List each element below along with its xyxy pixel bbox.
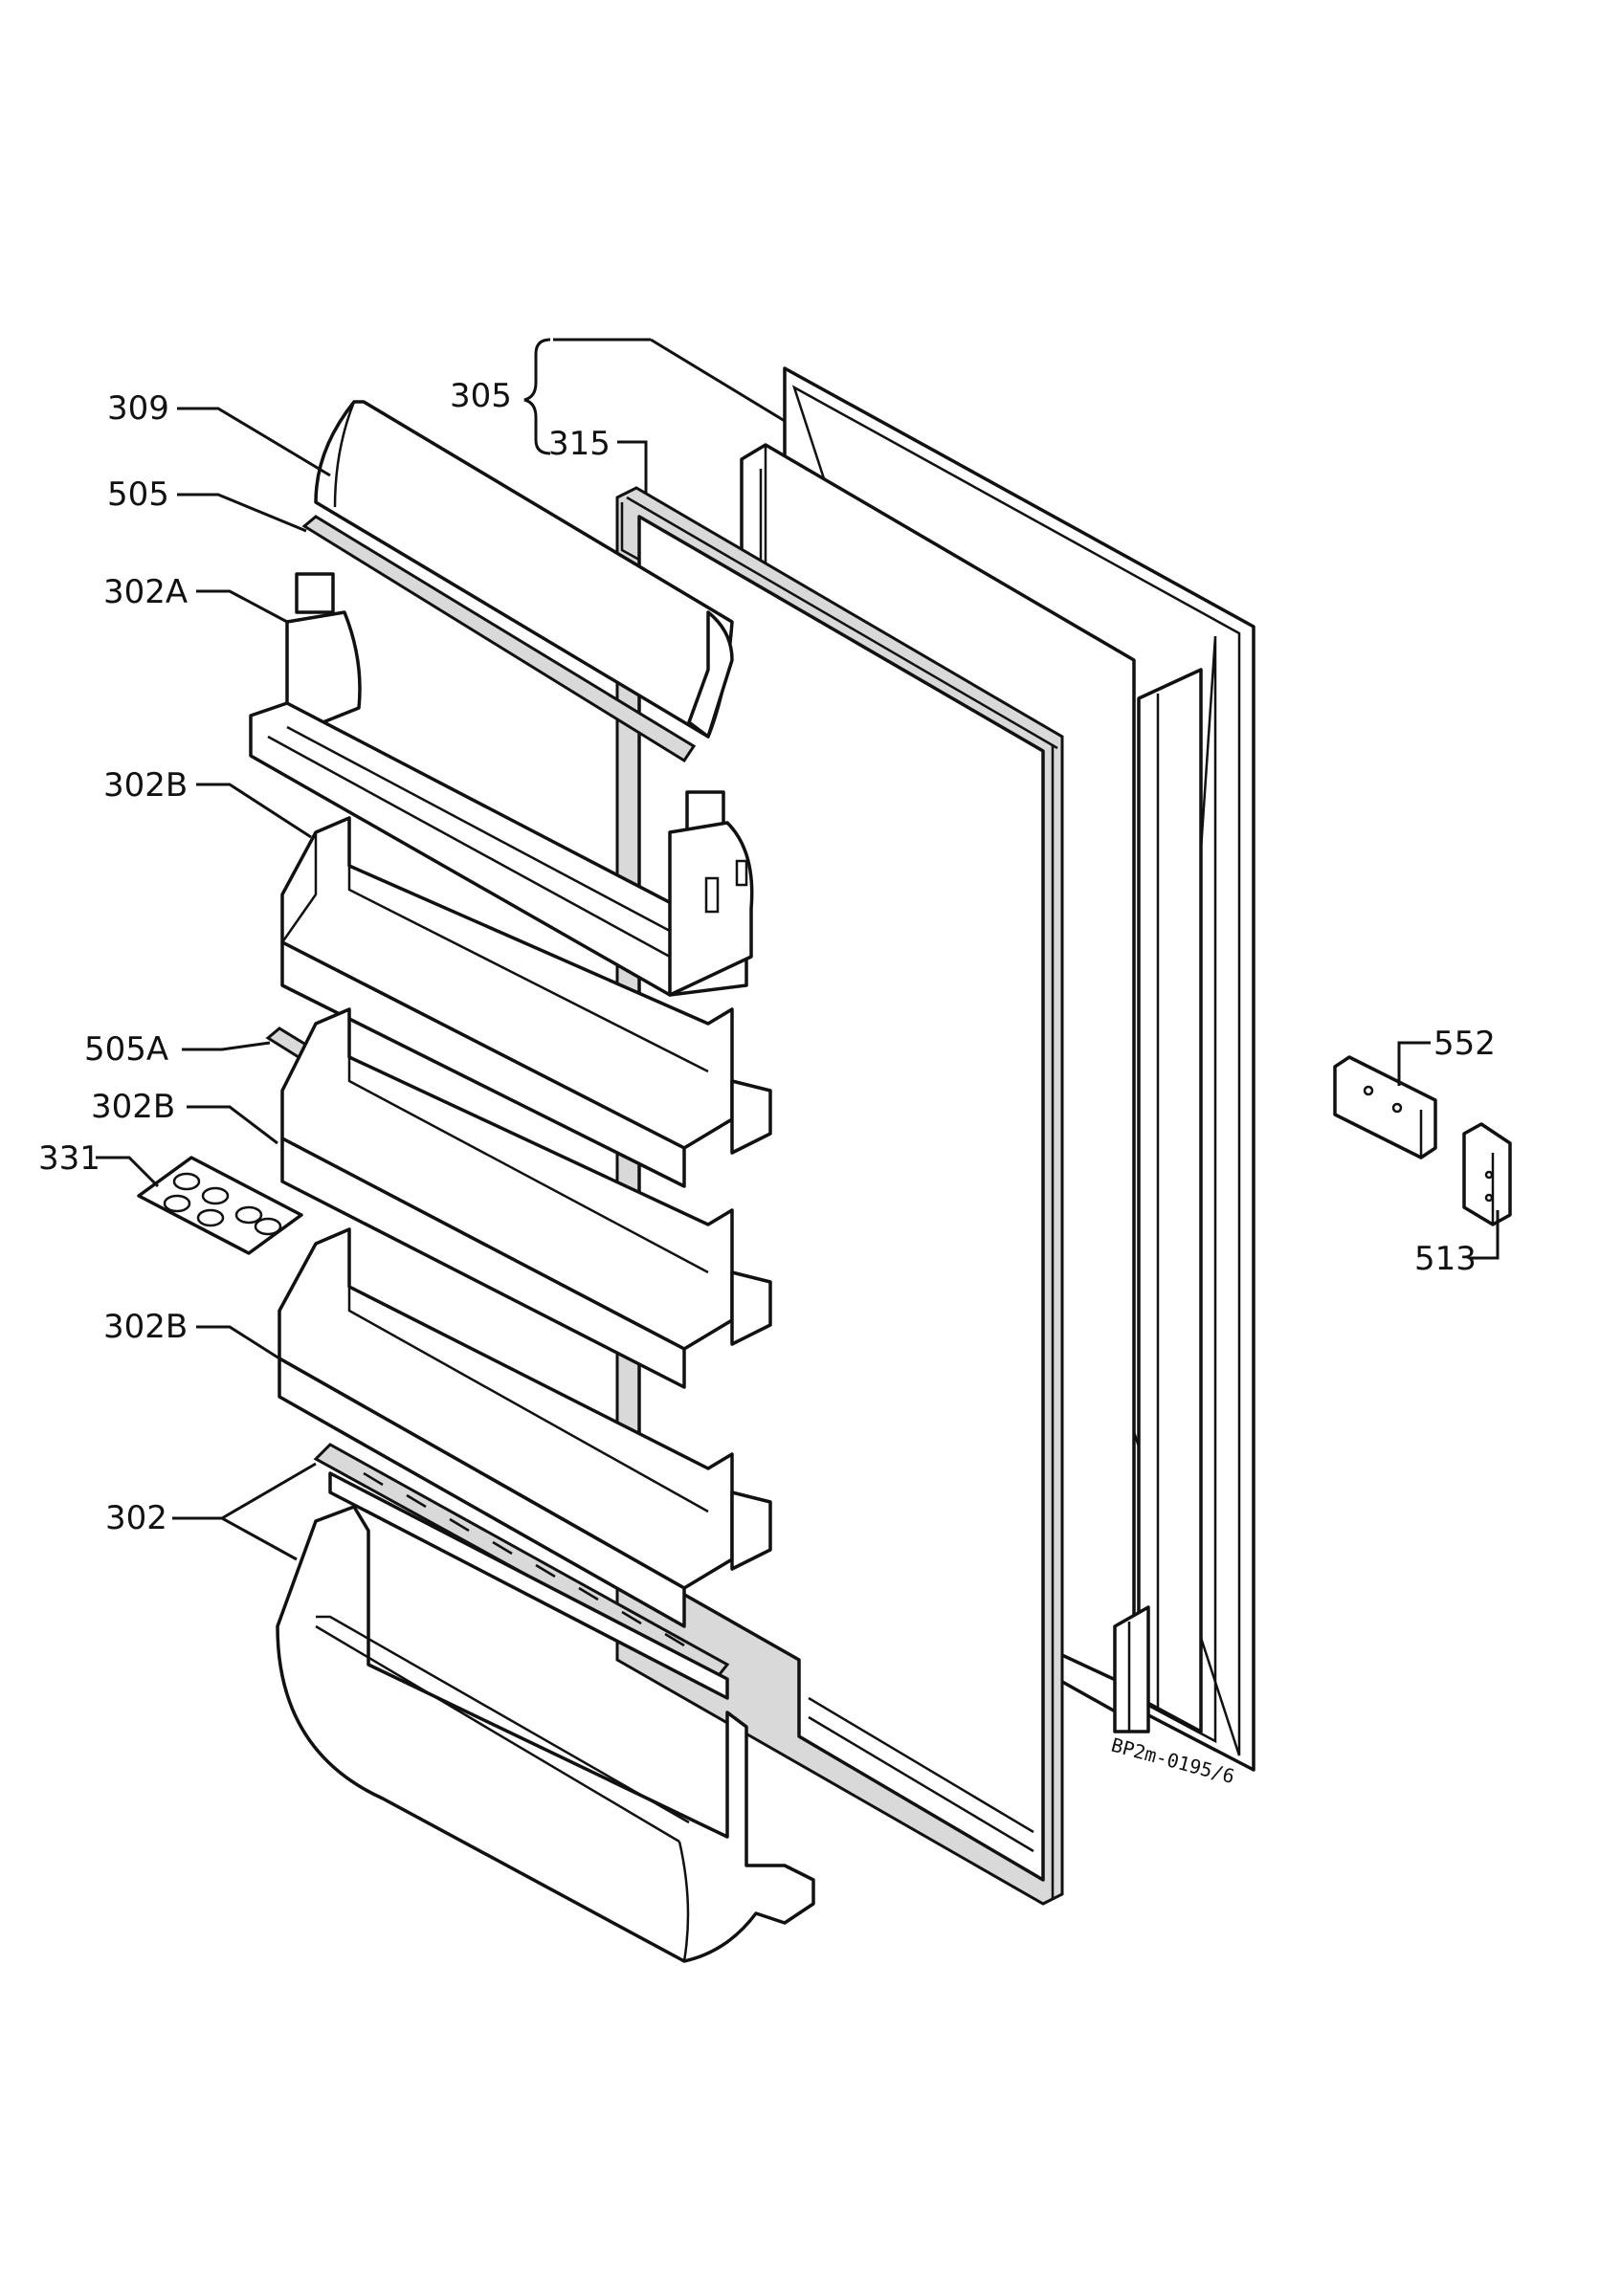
- label-309: 309: [107, 389, 169, 428]
- label-505a: 505A: [84, 1030, 168, 1069]
- label-302: 302: [105, 1499, 167, 1537]
- label-302b-2: 302B: [91, 1088, 175, 1126]
- hinge-plate-552: [1333, 1055, 1437, 1159]
- shelf-302a: [249, 572, 754, 997]
- label-505: 505: [107, 475, 169, 514]
- egg-tray-331: [137, 1156, 303, 1255]
- leader-lines: [96, 338, 1500, 1561]
- part-labels: 305 315 309 505 302A 302B 505A 302B 331 …: [38, 377, 1496, 1788]
- label-302a: 302A: [103, 573, 188, 611]
- bottom-bin-302: [276, 1505, 815, 1963]
- label-513: 513: [1414, 1240, 1477, 1278]
- bracket-513: [1462, 1122, 1512, 1226]
- label-305: 305: [450, 377, 512, 415]
- label-331: 331: [38, 1139, 100, 1178]
- bar-505: [301, 515, 697, 763]
- label-552: 552: [1433, 1025, 1496, 1063]
- rack-302: [313, 1443, 730, 1700]
- shelf-302b-1: [280, 816, 772, 1188]
- top-flap-309: [314, 400, 734, 739]
- shelf-302b-2: [280, 1007, 772, 1389]
- shelf-302b-3: [278, 1227, 772, 1628]
- label-302b-3: 302B: [103, 1308, 188, 1346]
- label-302b-1: 302B: [103, 766, 188, 805]
- label-315: 315: [548, 425, 611, 463]
